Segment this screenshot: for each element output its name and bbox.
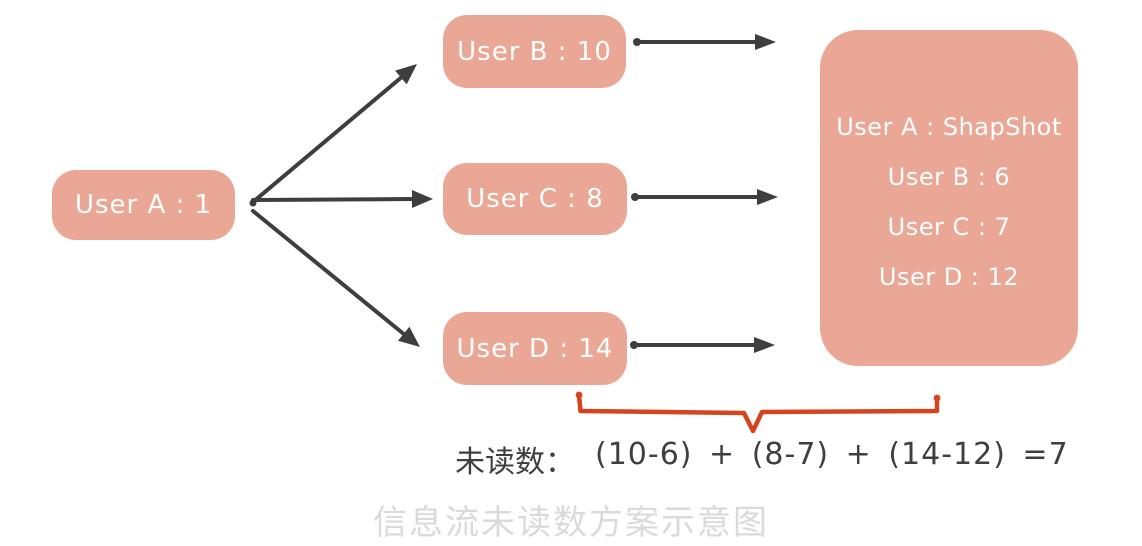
sum-brace xyxy=(575,391,941,434)
node-user-d-label: User D : 14 xyxy=(456,333,614,364)
diagram-caption: 信息流未读数方案示意图 xyxy=(373,503,769,543)
arrow-b-head xyxy=(755,34,776,50)
arrow-a-to-d-head xyxy=(398,326,420,347)
node-snapshot: User A : ShapShot User B : 6 User C : 7 … xyxy=(820,30,1078,366)
node-user-d: User D : 14 xyxy=(443,312,627,385)
node-user-a-label: User A : 1 xyxy=(74,190,213,220)
sum-brace-path xyxy=(576,392,940,434)
arrow-c-to-snapshot xyxy=(631,189,778,205)
snapshot-line-user-b: User B : 6 xyxy=(887,163,1011,191)
arrow-a-to-c-head xyxy=(412,190,433,208)
formula-expression: (10-6) + (8-7) + (14-12) =7 xyxy=(595,437,1069,472)
snapshot-line-user-d: User D : 12 xyxy=(878,263,1020,291)
arrow-a-to-b xyxy=(251,64,417,204)
arrow-a-to-c xyxy=(251,190,433,208)
arrow-a-to-b-line xyxy=(251,74,405,204)
arrow-c-head xyxy=(757,189,778,205)
arrow-a-to-b-head xyxy=(395,64,417,85)
sum-brace-right-dot xyxy=(933,394,941,402)
arrow-b-to-snapshot xyxy=(633,34,776,50)
sum-brace-left-dot xyxy=(575,391,583,399)
arrow-a-to-c-line xyxy=(251,197,416,202)
arrow-d-to-snapshot xyxy=(630,337,775,353)
node-user-b-label: User B : 10 xyxy=(457,36,612,67)
arrow-a-to-d xyxy=(251,209,420,347)
node-user-a: User A : 1 xyxy=(52,170,235,240)
node-user-c-label: User C : 8 xyxy=(466,184,604,214)
snapshot-line-user-a: User A : ShapShot xyxy=(836,113,1062,141)
formula-label: 未读数： xyxy=(455,445,575,480)
unread-formula: 未读数： (10-6) + (8-7) + (14-12) =7 xyxy=(455,437,1069,481)
snapshot-line-user-c: User C : 7 xyxy=(887,213,1011,241)
arrow-a-to-d-line xyxy=(251,209,407,337)
node-user-b: User B : 10 xyxy=(443,15,626,88)
node-user-c: User C : 8 xyxy=(443,163,627,235)
arrow-d-head xyxy=(754,337,775,353)
